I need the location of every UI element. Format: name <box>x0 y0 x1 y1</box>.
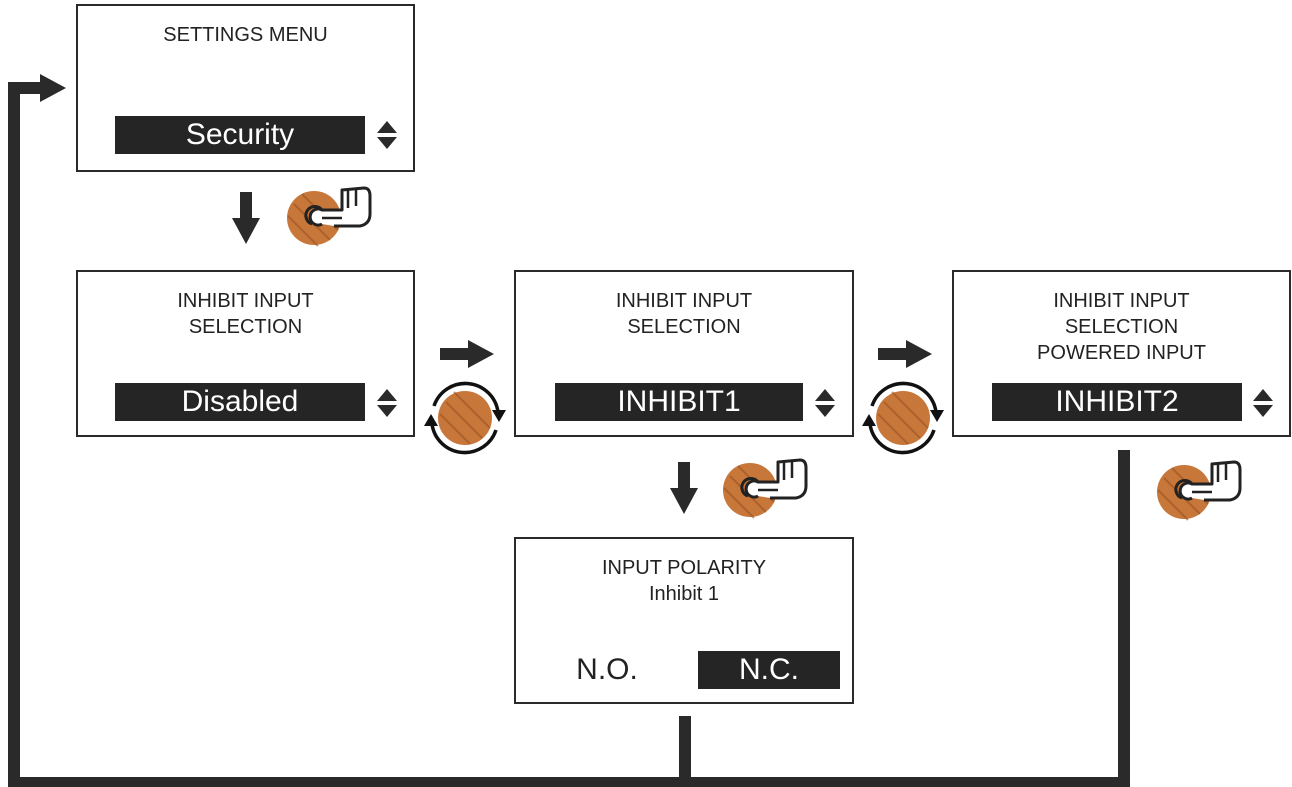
selected-option[interactable]: INHIBIT1 <box>555 383 803 421</box>
screen-title: SETTINGS MENU <box>163 24 328 46</box>
selected-option[interactable]: Security <box>115 116 365 154</box>
down-arrow-icon <box>232 192 260 244</box>
inhibit-disabled-screen: INHIBIT INPUT SELECTION Disabled <box>76 270 415 437</box>
inhibit-1-screen: INHIBIT INPUT SELECTION INHIBIT1 <box>514 270 854 437</box>
option-no[interactable]: N.O. <box>576 653 638 686</box>
right-arrow-icon <box>878 340 932 368</box>
selected-option[interactable]: INHIBIT2 <box>992 383 1242 421</box>
down-arrow-icon <box>670 462 698 514</box>
selected-option[interactable]: Disabled <box>115 383 365 421</box>
updown-arrows-icon[interactable] <box>814 388 836 418</box>
input-polarity-screen: INPUT POLARITY Inhibit 1 N.O. N.C. <box>514 537 854 704</box>
screen-title: INHIBIT INPUT SELECTION POWERED INPUT <box>1037 290 1206 364</box>
knob-press-icon <box>723 458 808 519</box>
option-nc[interactable]: N.C. <box>698 651 840 689</box>
inhibit-2-screen: INHIBIT INPUT SELECTION POWERED INPUT IN… <box>952 270 1291 437</box>
knob-rotate-icon <box>862 381 944 455</box>
screen-title: INHIBIT INPUT SELECTION <box>615 290 753 338</box>
knob-press-icon <box>287 186 372 247</box>
screen-title: INPUT POLARITY Inhibit 1 <box>601 557 767 605</box>
updown-arrows-icon[interactable] <box>1252 388 1274 418</box>
knob-press-icon <box>1157 460 1242 521</box>
screen-title: INHIBIT INPUT SELECTION <box>177 290 314 338</box>
updown-arrows-icon[interactable] <box>376 388 398 418</box>
knob-rotate-icon <box>424 381 506 455</box>
updown-arrows-icon[interactable] <box>376 120 398 150</box>
settings-menu-screen: SETTINGS MENU Security <box>76 4 415 172</box>
right-arrow-icon <box>440 340 494 368</box>
